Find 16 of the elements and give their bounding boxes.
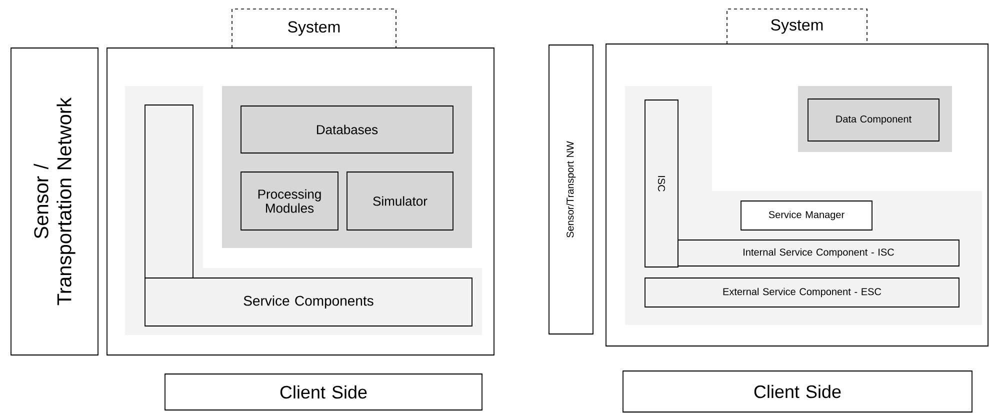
component-box: Data Component xyxy=(808,98,940,142)
component-box: Service Manager xyxy=(740,200,872,230)
client-box: Client Side xyxy=(622,370,972,412)
client-box: Client Side xyxy=(164,374,482,410)
component-box: Databases xyxy=(240,106,454,154)
component-box: Simulator xyxy=(346,172,454,230)
component-box: Service Components xyxy=(144,278,472,326)
component-box: External Service Component - ESC xyxy=(644,278,960,308)
component-box: Processing Modules xyxy=(240,172,338,230)
bar xyxy=(144,104,194,278)
node-label: System xyxy=(771,19,823,34)
component-box: ISC xyxy=(644,100,678,268)
component-box: Internal Service Component - ISC xyxy=(678,240,960,266)
node-label: System xyxy=(288,21,340,36)
network-box: Sensor / Transportation Network xyxy=(10,48,98,356)
network-box: Sensor/Transport NW xyxy=(548,44,594,334)
